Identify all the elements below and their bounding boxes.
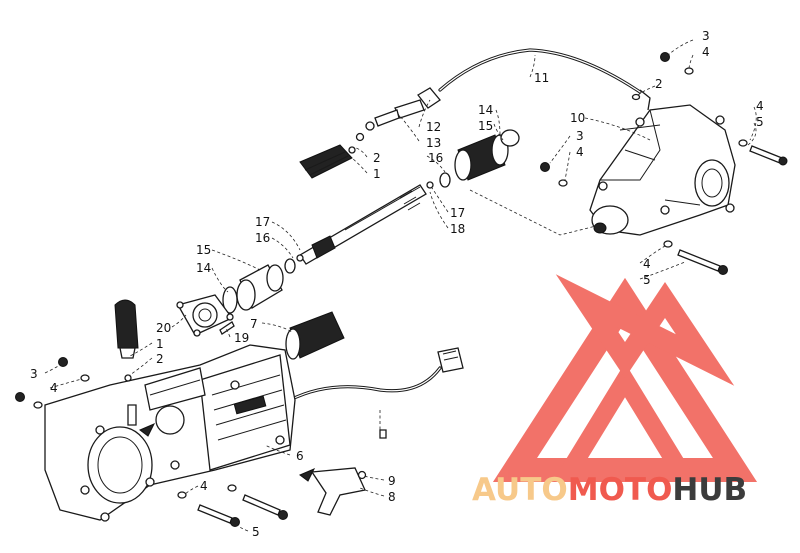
callout-6: 6 — [296, 449, 304, 463]
callout-14-top: 14 — [478, 103, 493, 117]
callout-3-mid: 3 — [576, 129, 584, 143]
control-cable — [365, 48, 642, 131]
boot-upper — [299, 132, 365, 179]
callout-15-left: 15 — [196, 243, 211, 257]
callout-5-lower-right: 5 — [643, 273, 651, 287]
upper-gear-case — [589, 104, 736, 236]
callout-2-boot-top: 2 — [373, 151, 381, 165]
boot-assembly-upper — [426, 129, 520, 189]
watermark-text-moto: MOTO — [568, 472, 673, 508]
callout-11: 11 — [534, 71, 549, 85]
wiring-harness — [288, 347, 464, 402]
callout-16-left: 16 — [255, 231, 270, 245]
bottom-fasteners — [177, 484, 288, 527]
callout-4-left: 4 — [50, 381, 58, 395]
callout-2-cable: 2 — [655, 77, 663, 91]
watermark-triangle-icon — [492, 274, 758, 482]
watermark-logo: AUTOMOTOHUB — [472, 274, 758, 508]
leader-lines — [44, 39, 757, 532]
left-fasteners — [15, 357, 132, 409]
callout-3-top-right: 3 — [702, 29, 710, 43]
callout-15-top: 15 — [478, 119, 493, 133]
callout-8: 8 — [388, 490, 396, 504]
watermark-text-auto: AUTO — [472, 472, 568, 508]
callout-12: 12 — [426, 120, 441, 134]
callout-1-left: 1 — [156, 337, 164, 351]
callout-19: 19 — [234, 331, 249, 345]
boot-assembly-lower — [222, 254, 304, 314]
callout-9: 9 — [388, 474, 396, 488]
top-right-fasteners — [540, 52, 788, 275]
callout-4-bottom: 4 — [200, 479, 208, 493]
svg-text:AUTOMOTOHUB: AUTOMOTOHUB — [472, 472, 747, 508]
callout-14-left: 14 — [196, 261, 211, 275]
callout-17-right: 17 — [450, 206, 465, 220]
watermark-text-hub: HUB — [672, 472, 747, 508]
callout-4-lower-right: 4 — [643, 257, 651, 271]
lower-transmission-housing — [44, 344, 387, 522]
bearing-flange — [176, 294, 235, 337]
callout-20: 20 — [156, 321, 171, 335]
callout-2-left: 2 — [156, 352, 164, 366]
callout-7: 7 — [250, 317, 258, 331]
callout-3-left: 3 — [30, 367, 38, 381]
callout-16-top: 16 — [428, 151, 443, 165]
drive-shaft — [299, 184, 427, 265]
callout-4-mid: 4 — [576, 145, 584, 159]
mounting-bracket — [310, 467, 367, 516]
callout-13: 13 — [426, 136, 441, 150]
boot-seven — [285, 311, 345, 360]
callout-17-left: 17 — [255, 215, 270, 229]
callout-1-boot-top: 1 — [373, 167, 381, 181]
callout-5-bottom: 5 — [252, 525, 260, 539]
callout-4-top-right: 4 — [702, 45, 710, 59]
callout-5-right-bolt: 5 — [756, 115, 764, 129]
callout-18: 18 — [450, 222, 465, 236]
boot-left — [114, 299, 139, 359]
part-callouts: 3 4 11 2 14 15 10 4 5 12 13 3 4 16 2 1 1… — [30, 29, 764, 539]
callout-10: 10 — [570, 111, 585, 125]
callout-4-right-bolt: 4 — [756, 99, 764, 113]
